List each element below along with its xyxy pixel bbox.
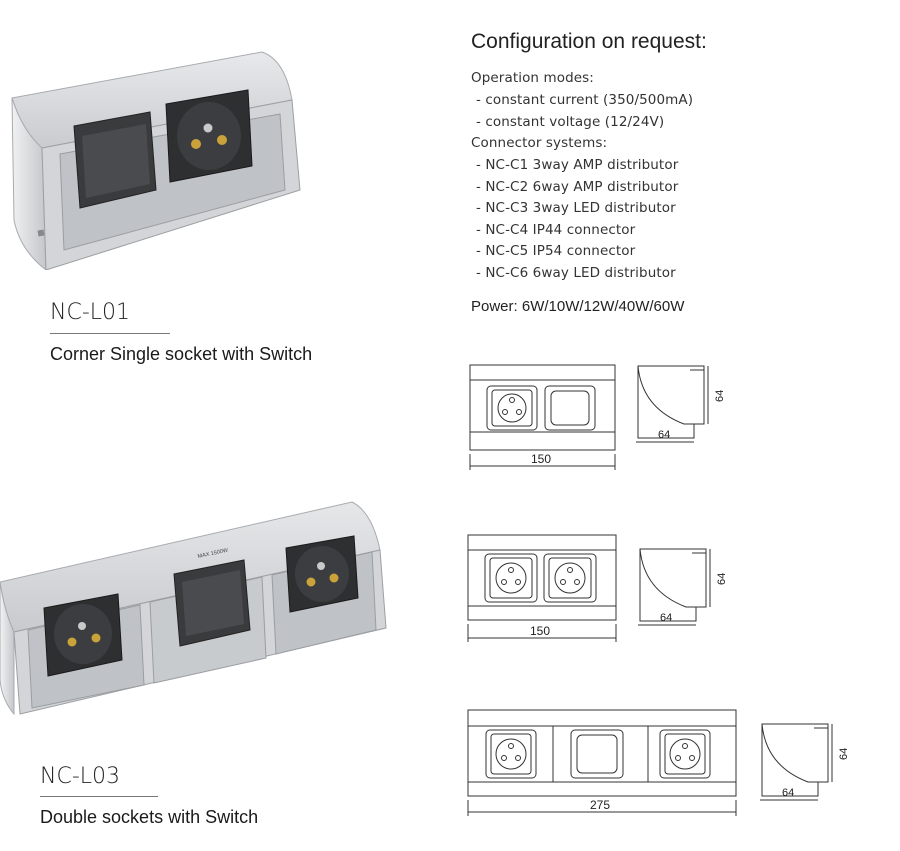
spec-line: Operation modes:: [471, 70, 594, 86]
socket-icon: [43, 593, 123, 677]
config-title: Configuration on request:: [471, 30, 707, 53]
divider: [50, 333, 170, 334]
spec-line: Connector systems:: [471, 135, 608, 151]
dimension-width: 275: [590, 798, 610, 812]
dimension-side-width: 64: [658, 429, 670, 441]
product-photo-nc-l01: [11, 51, 301, 270]
spec-line: - NC-C1 3way AMP distributor: [476, 157, 679, 173]
dimension-side-height: 64: [838, 748, 850, 760]
front-view-drawing-double: 150: [467, 534, 617, 642]
spec-line: - NC-C3 3way LED distributor: [476, 200, 676, 216]
front-view-drawing-nc-l03: 275: [467, 709, 737, 816]
rocker-switch-icon: [73, 111, 157, 209]
spec-line: - constant current (350/500mA): [476, 92, 694, 108]
model-description-nc-l01: Corner Single socket with Switch: [50, 344, 313, 364]
dimension-side-height: 64: [714, 390, 726, 402]
spec-line: - NC-C2 6way AMP distributor: [476, 179, 679, 195]
socket-icon: [165, 89, 253, 183]
model-code-nc-l03: NC-L03: [40, 764, 121, 789]
product-photo-nc-l03: MAX 1500W: [0, 501, 387, 715]
side-view-drawing-double: 64 64: [638, 548, 728, 626]
dimension-width: 150: [531, 452, 551, 466]
dimension-width: 150: [530, 624, 550, 638]
spec-line: - NC-C5 IP54 connector: [476, 243, 636, 259]
dimension-side-width: 64: [782, 787, 794, 799]
spec-line: - NC-C6 6way LED distributor: [476, 265, 676, 281]
spec-line: - constant voltage (12/24V): [476, 114, 665, 130]
side-view-drawing-nc-l03: 64 64: [760, 723, 850, 801]
power-spec: Power: 6W/10W/12W/40W/60W: [471, 298, 685, 315]
dimension-side-width: 64: [660, 612, 672, 624]
spec-line: - NC-C4 IP44 connector: [476, 222, 636, 238]
model-code-nc-l01: NC-L01: [50, 300, 131, 325]
model-description-nc-l03: Double sockets with Switch: [40, 807, 259, 827]
rocker-switch-icon: [173, 559, 251, 647]
divider: [40, 796, 158, 797]
side-view-drawing-nc-l01: 64 64: [636, 365, 726, 443]
dimension-side-height: 64: [716, 573, 728, 585]
socket-icon: [285, 535, 359, 613]
front-view-drawing-nc-l01: 150: [469, 364, 616, 470]
